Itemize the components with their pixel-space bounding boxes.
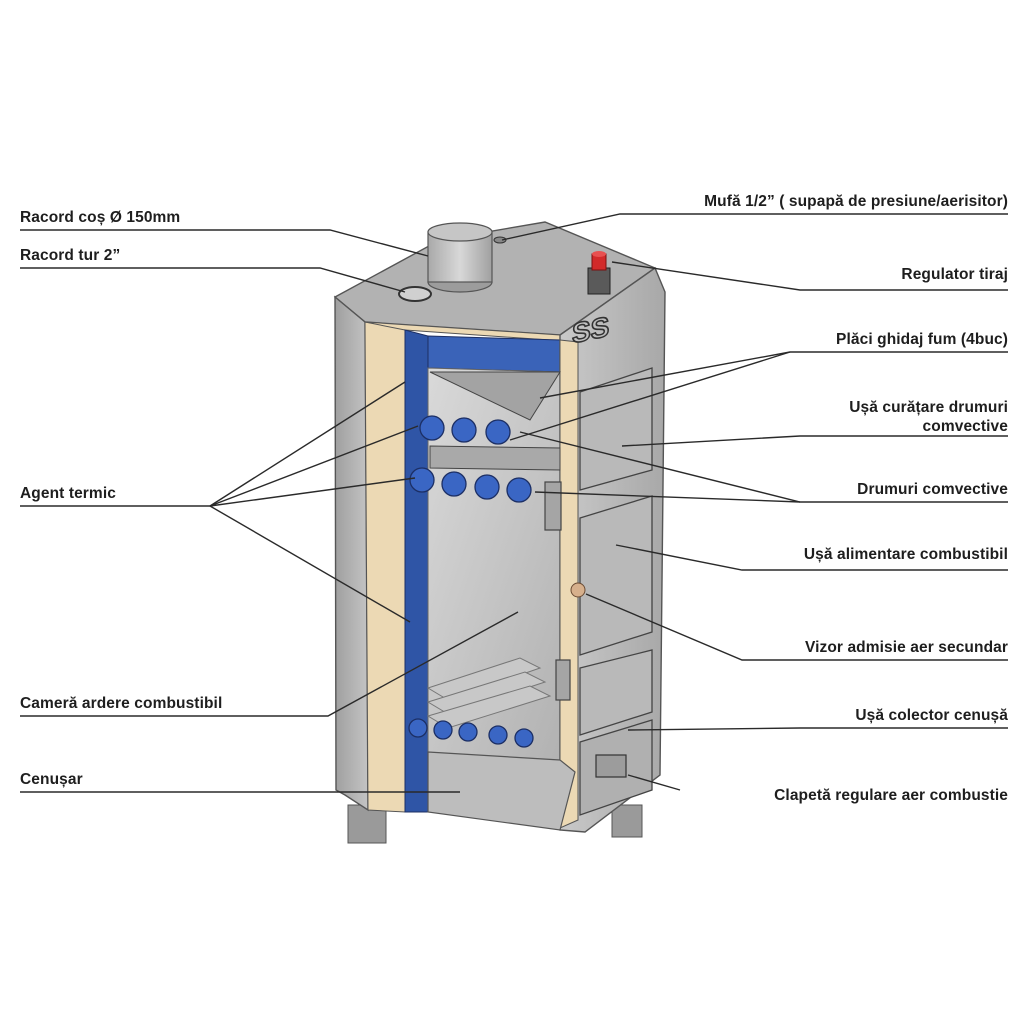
draft-regulator <box>587 251 611 295</box>
label-drumuri-comvective: Drumuri comvective <box>857 481 1008 498</box>
label-usa-alimentare: Ușă alimentare combustibil <box>803 546 1008 563</box>
label-racord-cos: Racord coș Ø 150mm <box>20 209 181 226</box>
water-jacket-top <box>427 335 561 373</box>
leader-line-regulator <box>611 261 1008 291</box>
flow-outlet-ring <box>398 286 432 302</box>
bottom-tube <box>433 720 453 740</box>
convective-tubes-row1 <box>419 415 511 445</box>
smoke-guide-plate <box>429 445 561 471</box>
door-hinge <box>555 659 571 701</box>
label-agent-termic: Agent termic <box>20 485 116 502</box>
leader-line-agent-termic <box>209 425 419 507</box>
label-usa-colector: Ușă colector cenușă <box>855 707 1008 724</box>
convective-tube <box>409 467 435 493</box>
label-placi-ghidaj: Plăci ghidaj fum (4buc) <box>836 331 1008 348</box>
leader-line-racord-cos <box>20 229 429 257</box>
leader-line-usa-alimentare <box>615 544 1008 571</box>
door-hinge <box>544 481 562 531</box>
ash-pan <box>427 751 576 831</box>
convective-tube <box>506 477 532 503</box>
bottom-tube <box>408 718 428 738</box>
leader-line-camera-ardere <box>20 611 519 717</box>
bottom-tube <box>488 725 508 745</box>
leader-lines <box>20 213 1008 793</box>
bottom-tube <box>514 728 534 748</box>
leader-line-agent-termic <box>209 477 416 507</box>
label-mufa: Mufă 1/2” ( supapă de presiune/aerisitor… <box>704 193 1008 210</box>
leader-line-vizor <box>585 593 1008 661</box>
label-regulator-tiraj: Regulator tiraj <box>901 266 1008 283</box>
leader-line-racord-tur <box>20 267 406 293</box>
leader-line-clapeta <box>627 774 681 791</box>
label-racord-tur: Racord tur 2” <box>20 247 121 264</box>
convective-tube <box>474 474 500 500</box>
convective-tubes-row2 <box>409 467 532 503</box>
water-jacket-left <box>404 329 429 813</box>
label-cenusar: Cenușar <box>20 771 83 788</box>
bottom-tubes <box>408 718 534 748</box>
label-usa-curatare-line2: comvective <box>922 418 1008 435</box>
label-vizor-admisie: Vizor admisie aer secundar <box>804 639 1008 656</box>
boiler-leg <box>347 804 387 844</box>
label-camera-ardere: Cameră ardere combustibil <box>20 695 223 712</box>
convective-tube <box>451 417 477 443</box>
air-flap <box>595 754 627 778</box>
label-usa-curatare: Ușă curățare drumuri comvective <box>849 398 1008 436</box>
leader-line-usa-curatare <box>621 435 1008 447</box>
leader-line-mufa <box>501 213 1008 241</box>
pressure-valve-socket <box>493 236 507 244</box>
boiler-left-wall <box>334 295 369 812</box>
cleaning-door <box>579 367 653 491</box>
fuel-door <box>579 495 653 656</box>
leader-line-usa-colector <box>627 727 1008 731</box>
convective-tube <box>419 415 445 441</box>
bottom-tube <box>458 722 478 742</box>
leader-line-drumuri <box>534 491 801 503</box>
boiler-leg <box>611 804 643 838</box>
label-clapeta-regulare: Clapetă regulare aer combustie <box>774 787 1008 804</box>
leader-line-agent-termic <box>209 505 411 623</box>
secondary-air-inspection <box>570 582 586 598</box>
convective-tube <box>485 419 511 445</box>
ash-door <box>579 649 653 736</box>
label-usa-curatare-line1: Ușă curățare drumuri <box>849 399 1008 416</box>
leader-line-placi-ghidaj <box>509 351 791 441</box>
smoke-guide-plate <box>429 371 561 421</box>
flue-connection <box>427 222 493 293</box>
convective-tube <box>441 471 467 497</box>
